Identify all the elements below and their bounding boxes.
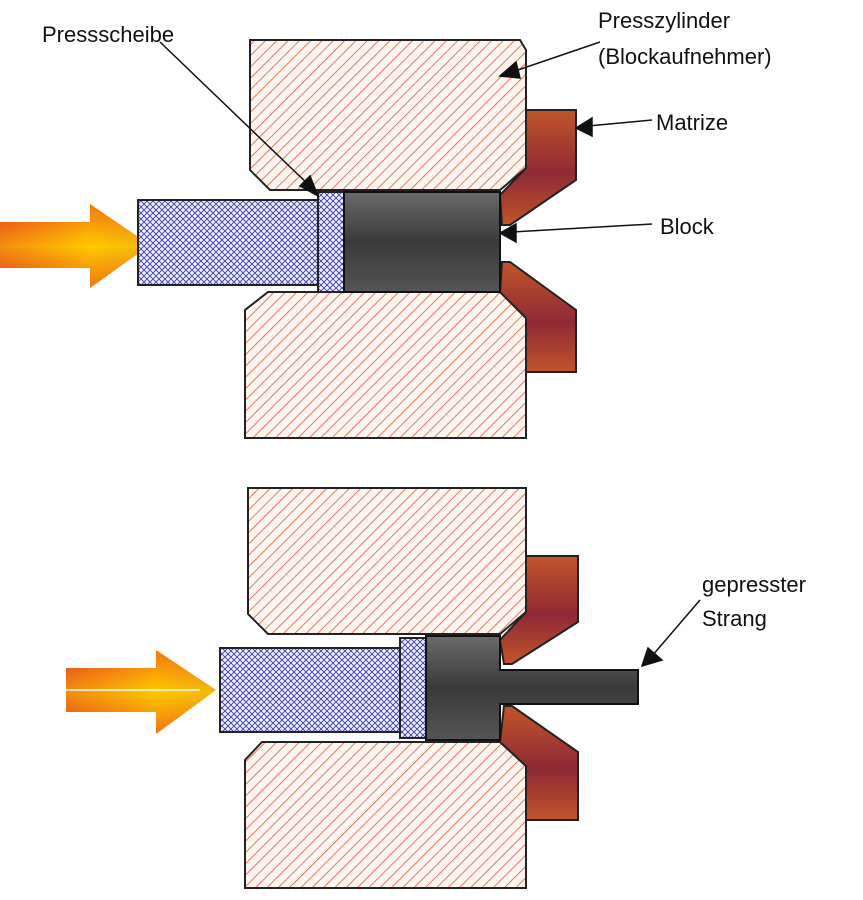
die-upper-bottom [498,555,579,665]
die-lower-top [498,261,577,373]
label-presszylinder: Presszylinder [598,8,730,33]
label-block: Block [660,214,715,239]
ram-bottom [219,647,401,733]
diagram-bottom: gepresster Strang [66,487,806,889]
label-matrize: Matrize [656,110,728,135]
container-lower-bottom [244,741,527,889]
ram-top [137,199,319,286]
label-pressscheibe: Pressscheibe [42,22,174,47]
container-upper-bottom [247,487,527,635]
press-force-arrow-bottom [66,650,216,734]
press-disc-bottom [399,637,427,739]
container-upper-top [249,39,527,191]
label-gepresster: gepresster [702,572,806,597]
billet-bottom [425,635,639,741]
container-lower-top [244,291,527,439]
leader-lines-top [159,41,653,244]
billet-top [343,191,501,293]
label-blockaufnehmer: (Blockaufnehmer) [598,44,772,69]
label-strang: Strang [702,606,767,631]
diagram-top: Pressscheibe Presszylinder (Blockaufnehm… [0,8,772,439]
die-lower-bottom [498,705,579,821]
die-upper-top [498,109,577,226]
press-disc-top [317,191,345,293]
leader-lines-bottom [640,599,701,668]
press-force-arrow-top [0,204,150,288]
